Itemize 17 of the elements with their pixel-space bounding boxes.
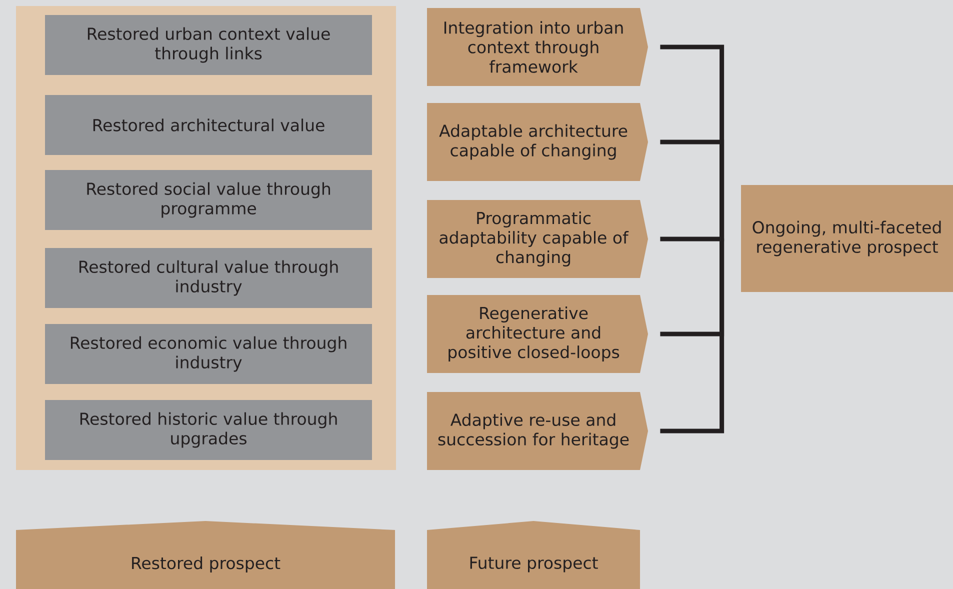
bracket-connector bbox=[660, 236, 724, 242]
prospect-banner: Future prospect bbox=[427, 521, 640, 589]
value-box: Restored historic value through upgrades bbox=[45, 400, 372, 460]
chevron-box: Programmatic adaptability capable of changing bbox=[427, 200, 648, 278]
chevron-box: Adaptive re-use and succession for heritage bbox=[427, 392, 648, 470]
value-box: Restored architectural value bbox=[45, 95, 372, 155]
bracket-connector bbox=[660, 140, 724, 238]
value-box: Restored cultural value through industry bbox=[45, 248, 372, 308]
value-box: Restored urban context value through links bbox=[45, 15, 372, 75]
chevron-box: Adaptable architecture capable of changing bbox=[427, 103, 648, 181]
value-box: Restored social value through programme bbox=[45, 170, 372, 230]
value-box: Restored economic value through industry bbox=[45, 324, 372, 384]
chevron-box: Regenerative architecture and positive closed-loops bbox=[427, 295, 648, 373]
outcome-box: Ongoing, multi-faceted regenerative prospect bbox=[741, 185, 953, 292]
prospect-banner: Restored prospect bbox=[16, 521, 395, 589]
bracket-connector bbox=[660, 238, 724, 434]
chevron-box: Integration into urban context through framework bbox=[427, 8, 648, 86]
